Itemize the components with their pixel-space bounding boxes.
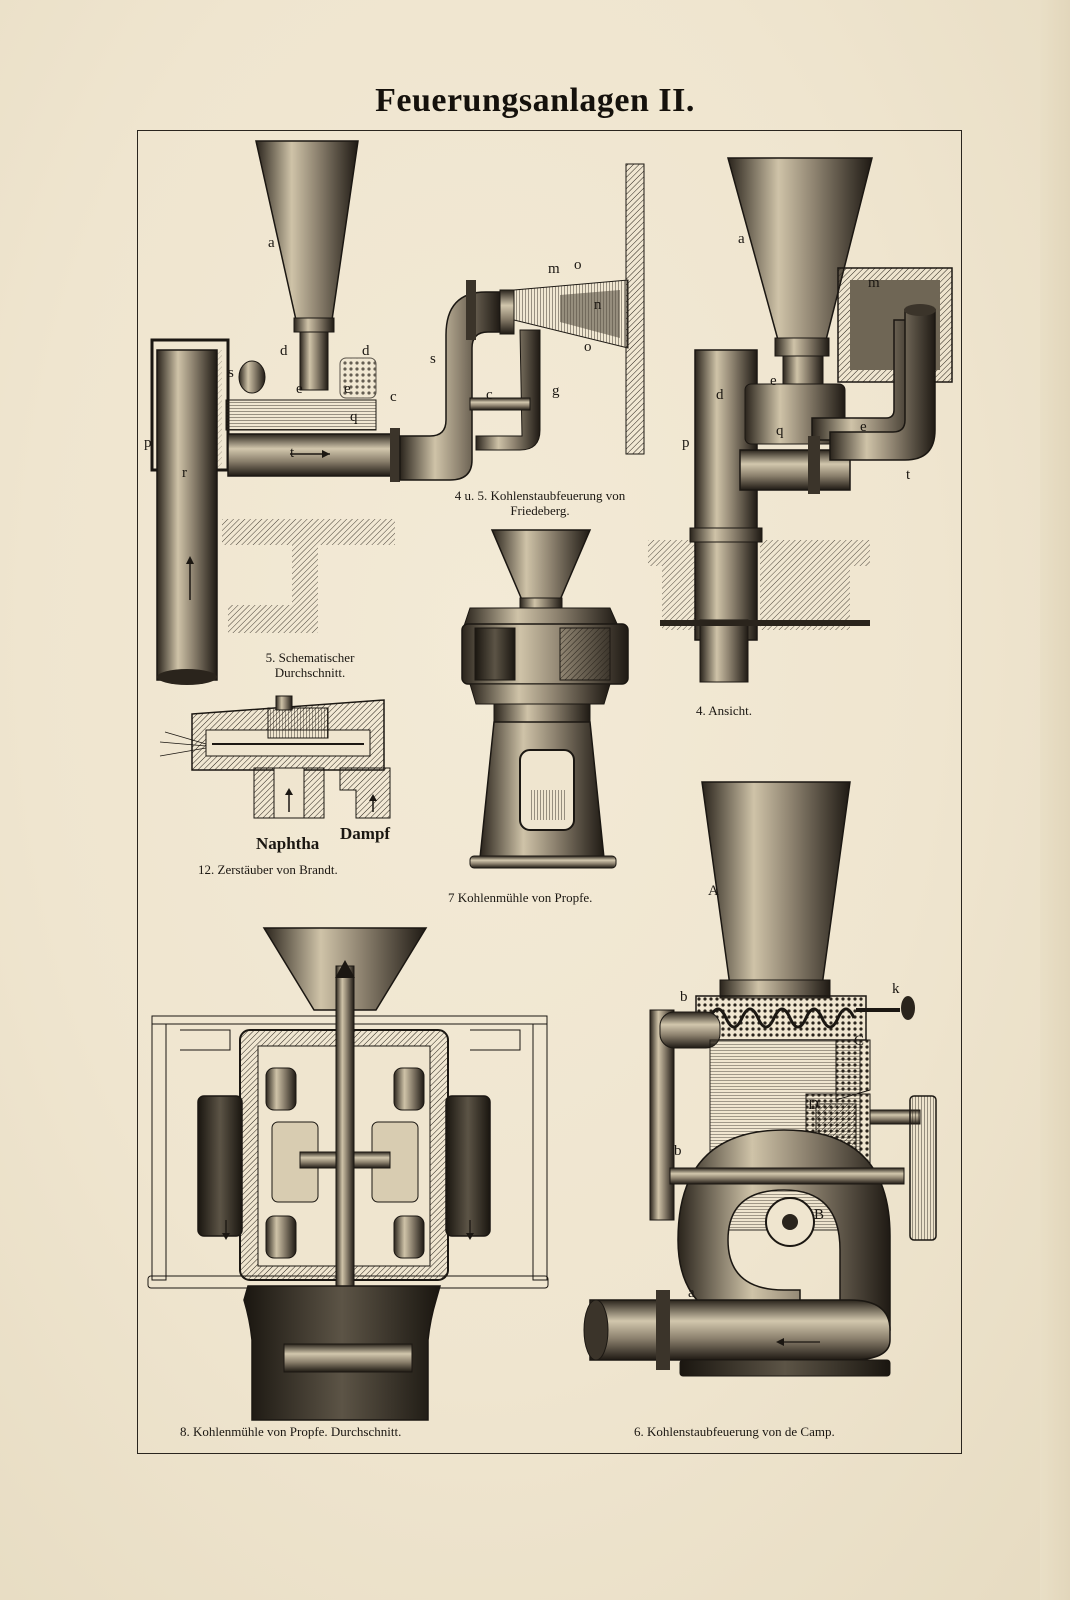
part-label: k bbox=[892, 981, 900, 997]
part-label: p bbox=[144, 435, 152, 451]
part-label: a bbox=[268, 235, 275, 251]
part-label: m bbox=[548, 261, 560, 277]
part-label: q bbox=[776, 423, 784, 439]
part-label: D bbox=[808, 1097, 819, 1113]
part-label: d bbox=[280, 343, 288, 359]
part-label: s bbox=[430, 351, 436, 367]
label-dampf: Dampf bbox=[340, 824, 391, 843]
part-label: n bbox=[594, 297, 602, 313]
part-label: a bbox=[738, 231, 745, 247]
part-label: q bbox=[350, 409, 358, 425]
figure-7-coal-mill bbox=[461, 529, 629, 869]
part-label: c bbox=[390, 389, 397, 405]
part-label: o bbox=[584, 339, 592, 355]
figure-7-caption: 7 Kohlenmühle von Propfe. bbox=[448, 890, 593, 905]
part-label: t bbox=[290, 445, 295, 461]
figure-5-schematic bbox=[150, 140, 645, 685]
plate-frame bbox=[137, 130, 962, 1454]
figure-8-coal-mill-section bbox=[147, 927, 549, 1421]
part-label: t bbox=[906, 467, 911, 483]
figure-8-caption: 8. Kohlenmühle von Propfe. Durchschnitt. bbox=[180, 1424, 402, 1439]
part-label: d bbox=[716, 387, 724, 403]
paper-edge bbox=[1040, 0, 1070, 1600]
figure-4-caption: 4. Ansicht. bbox=[696, 703, 752, 718]
figure-4-5-caption-line2: Friedeberg. bbox=[510, 503, 570, 518]
part-label: c bbox=[486, 387, 493, 403]
part-label: r bbox=[182, 465, 187, 481]
figure-5-caption-line2: Durchschnitt. bbox=[274, 665, 346, 680]
figure-4-view bbox=[648, 157, 953, 683]
figure-12-atomizer bbox=[159, 695, 391, 819]
part-label: A bbox=[708, 883, 719, 899]
part-label: m bbox=[868, 275, 880, 291]
part-label: e bbox=[860, 419, 867, 435]
part-label: s bbox=[228, 365, 234, 381]
part-label: b bbox=[674, 1143, 682, 1159]
part-label: a bbox=[688, 1285, 695, 1301]
figure-5-caption-line1: 5. Schematischer bbox=[265, 650, 355, 665]
part-label: b bbox=[680, 989, 688, 1005]
part-label: e bbox=[770, 373, 777, 389]
plate-title: Feuerungsanlagen II. bbox=[375, 82, 695, 119]
part-label: e bbox=[344, 381, 351, 397]
figure-6-de-camp bbox=[583, 781, 937, 1377]
label-naphtha: Naphtha bbox=[256, 834, 320, 853]
part-label: o bbox=[574, 257, 582, 273]
part-label: B bbox=[814, 1207, 825, 1223]
part-label: C bbox=[854, 1033, 865, 1049]
figure-12-caption: 12. Zerstäuber von Brandt. bbox=[198, 862, 338, 877]
part-label: e bbox=[296, 381, 303, 397]
figure-6-caption: 6. Kohlenstaubfeuerung von de Camp. bbox=[634, 1424, 835, 1439]
part-label: g bbox=[552, 383, 560, 399]
part-label: d bbox=[362, 343, 370, 359]
part-label: p bbox=[682, 435, 690, 451]
figure-4-5-caption-line1: 4 u. 5. Kohlenstaubfeuerung von bbox=[454, 488, 626, 503]
